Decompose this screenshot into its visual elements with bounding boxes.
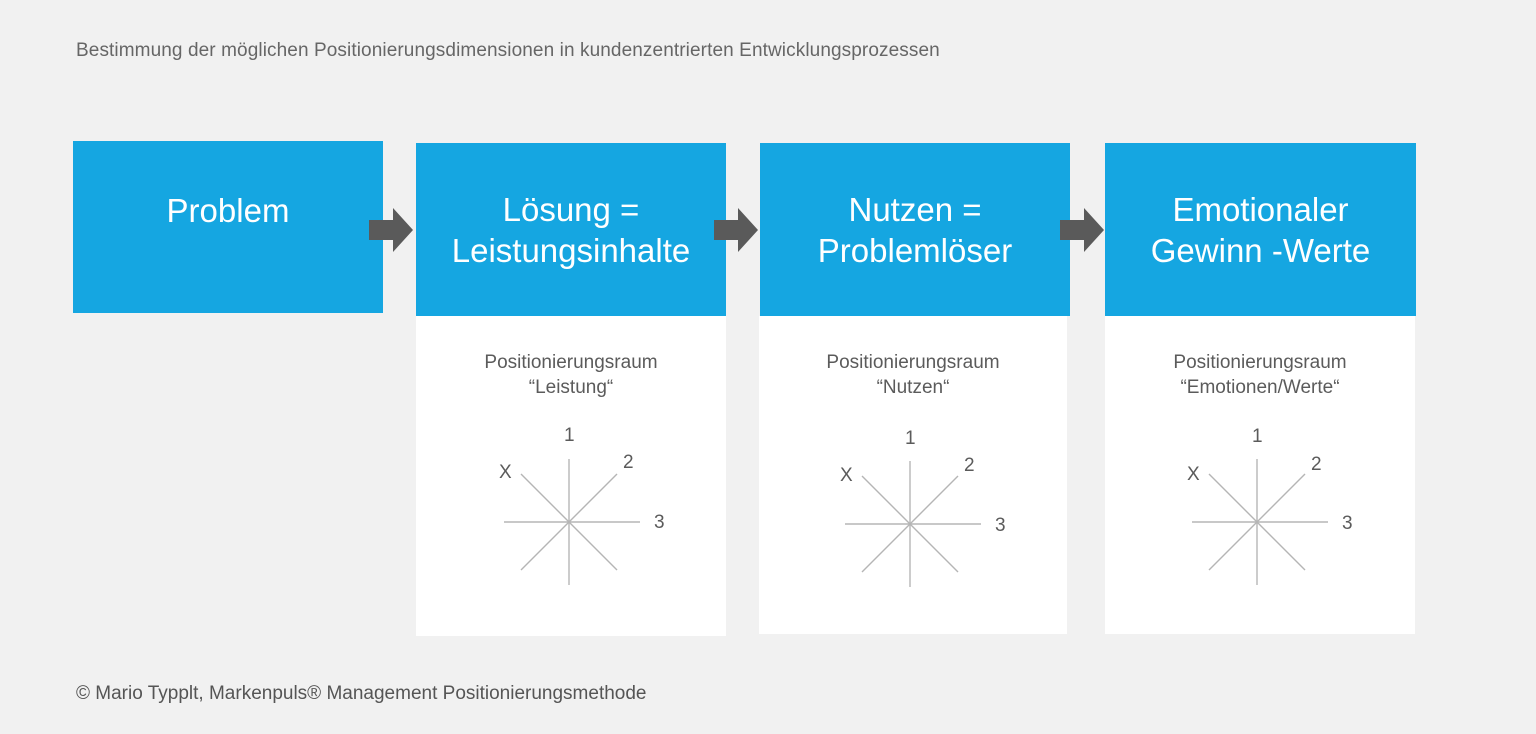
axis-label-1: 1	[1252, 426, 1263, 447]
positioning-axes-diagram: 1 2 3 X	[840, 428, 1006, 587]
axis-label-2: 2	[1311, 454, 1322, 475]
panel-caption-leistung: Positionierungsraum “Leistung“	[484, 352, 658, 398]
positioning-axes-diagram: 1 2 3 X	[499, 425, 665, 585]
axis-label-3: 3	[995, 515, 1006, 536]
step-nutzen-label: Nutzen = Problemlöser	[817, 190, 1013, 269]
panel-caption-nutzen: Positionierungsraum “Nutzen“	[826, 352, 1000, 398]
axis-label-2: 2	[623, 452, 634, 473]
step-loesung-box: Lösung = Leistungsinhalte	[416, 143, 726, 316]
axis-label-3: 3	[654, 512, 665, 533]
arrow-right-icon	[714, 208, 758, 252]
axis-label-1: 1	[905, 428, 916, 449]
step-nutzen-box: Nutzen = Problemlöser	[760, 143, 1070, 316]
diagram-subtitle: Bestimmung der möglichen Positionierungs…	[76, 40, 940, 61]
axis-label-x: X	[499, 462, 512, 483]
arrow-right-icon	[1060, 208, 1104, 252]
step-problem-box: Problem	[73, 141, 383, 313]
axis-label-x: X	[840, 465, 853, 486]
step-loesung-label: Lösung = Leistungsinhalte	[451, 190, 691, 269]
arrow-right-icon	[369, 208, 413, 252]
step-problem-label: Problem	[166, 191, 290, 229]
axis-label-3: 3	[1342, 513, 1353, 534]
axis-label-x: X	[1187, 464, 1200, 485]
axis-label-2: 2	[964, 455, 975, 476]
panel-caption-emotionen-werte: Positionierungsraum “Emotionen/Werte“	[1173, 352, 1347, 398]
axis-label-1: 1	[564, 425, 575, 446]
step-emotionaler-gewinn-box: Emotionaler Gewinn -Werte	[1105, 143, 1416, 316]
panel-emotionen-werte: Positionierungsraum “Emotionen/Werte“ 1 …	[1105, 316, 1415, 634]
panel-nutzen: Positionierungsraum “Nutzen“ 1 2 3 X	[759, 316, 1067, 634]
step-emotionaler-gewinn-label: Emotionaler Gewinn -Werte	[1150, 190, 1371, 269]
panel-leistung: Positionierungsraum “Leistung“ 1 2 3 X	[416, 316, 726, 636]
positioning-axes-diagram: 1 2 3 X	[1187, 426, 1353, 585]
copyright-footer: © Mario Typplt, Markenpuls® Management P…	[76, 683, 647, 704]
